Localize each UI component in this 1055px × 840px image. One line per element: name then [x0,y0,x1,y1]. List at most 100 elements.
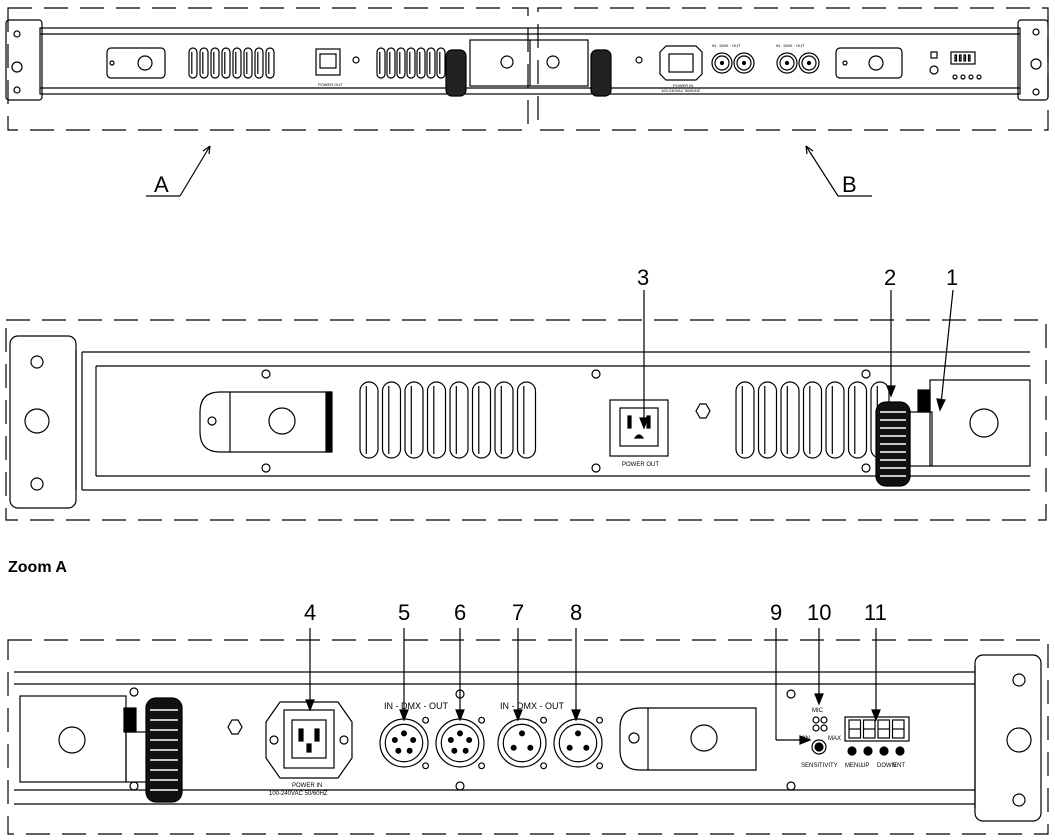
vent-slot [471,381,492,459]
vent-group-1-small [188,47,275,79]
callout-7: 7 [512,600,524,722]
vent-group-2-small [376,47,446,79]
svg-text:4: 4 [304,600,316,625]
svg-text:8: 8 [570,600,582,625]
vent-slot [232,47,242,79]
svg-text:1: 1 [946,265,958,290]
vent-slot [825,381,845,459]
vent-slot [426,47,436,79]
power-out-label: POWER OUT [622,462,659,468]
vent-slot [359,381,379,459]
dmx-small-label-1: IN · DMX · OUT [712,43,741,48]
vent-slot [449,381,469,459]
svg-text:5: 5 [398,600,410,625]
power-in-small [659,45,703,81]
right-bracket-small [1017,19,1049,101]
dmx-group-1-label: IN - DMX - OUT [384,701,448,711]
svg-text:9: 9 [770,600,782,625]
dmx-small-label-2: IN · DMX · OUT [776,43,805,48]
vent-slot [494,381,514,459]
svg-text:10: 10 [807,600,831,625]
callout-10: 10 [807,600,831,706]
vent-slot [404,381,424,459]
bar-body-small [39,27,1021,95]
svg-text:11: 11 [864,600,887,625]
zoom-b: POWER IN 100-240VAC 50/60HZ IN - DMX - O… [7,600,1049,835]
callout-6: 6 [454,600,466,722]
vent-slot [436,47,446,79]
zoom-a-vents-1 [359,381,537,459]
power-in-label: POWER IN [292,783,322,789]
button-label-down: DOWN [877,763,896,769]
dmx-port-in-2 [497,716,548,770]
max-label: MAX [828,736,841,742]
vent-slot [221,47,231,79]
callout-2: 2 [884,265,896,398]
vent-slot [210,47,220,79]
callout-9: 9 [770,600,812,745]
vent-slot [243,47,253,79]
callout-b: B [805,145,872,197]
left-bracket-small [5,19,43,101]
power-out-small [315,48,341,76]
dmx-ports-small [711,52,820,74]
knob-small-left [445,49,467,97]
control-button-ent[interactable] [895,746,905,756]
vent-slot [254,47,264,79]
power-in-inlet [265,701,353,779]
vent-slot [381,381,402,459]
svg-text:2: 2 [884,265,896,290]
svg-text:6: 6 [454,600,466,625]
vent-slot [735,381,755,459]
control-button-menu[interactable] [847,746,857,756]
callout-b-label: B [842,172,857,197]
dmx-port-out-2 [553,716,604,770]
callout-a: A [146,145,211,197]
vent-slot [416,47,426,79]
vent-slot [376,47,386,79]
power-in-small-label: POWER IN [673,83,693,88]
callout-4: 4 [304,600,316,712]
power-in-spec: 100-240VAC 50/60HZ [269,791,328,797]
sensitivity-label: SENSITIVITY [801,763,838,769]
zone-a-frame [7,7,529,131]
callout-1: 1 [936,265,958,412]
vent-slot [199,47,209,79]
zoom-a-frame [5,319,1047,521]
dmx-port-in-1 [379,716,430,770]
control-button-up[interactable] [863,746,873,756]
mic-label: MIC [812,708,824,714]
power-in-small-spec: 100-240VAC 50/60HZ [661,88,701,93]
zoom-b-frame [7,639,1049,835]
vent-slot [265,47,275,79]
vent-slot [802,381,823,459]
control-button-down[interactable] [879,746,889,756]
callout-11: 11 [864,600,887,722]
sensitivity-knob[interactable] [811,739,827,755]
power-out-outlet [609,399,669,457]
vent-slot [780,381,800,459]
vent-slot [516,381,537,459]
zoom-b-bracket [974,654,1042,822]
zoom-a-caption: Zoom A [8,559,67,576]
button-label-menu: MENU [845,763,863,769]
vent-slot [188,47,198,79]
button-label-ent: ENT [893,763,905,769]
vent-slot [386,47,396,79]
dmx-port-out-1 [435,716,486,770]
button-label-up: UP [861,763,869,769]
mic-holes [812,716,828,732]
power-out-small-label: POWER OUT [318,82,343,87]
vent-slot [847,381,868,459]
zoom-a-vents-2 [735,381,890,459]
vent-slot [396,47,406,79]
dmx-group-2-label: IN - DMX - OUT [500,701,564,711]
callout-8: 8 [570,600,582,722]
knob-small-right [590,49,612,97]
zoom-a: POWER OUT 3 2 1 [5,265,1047,521]
overview-bar: POWER OUT POWER IN 100-240VAC 50/60HZ IN… [5,7,1049,131]
display-small [950,51,976,65]
svg-text:3: 3 [637,265,649,290]
